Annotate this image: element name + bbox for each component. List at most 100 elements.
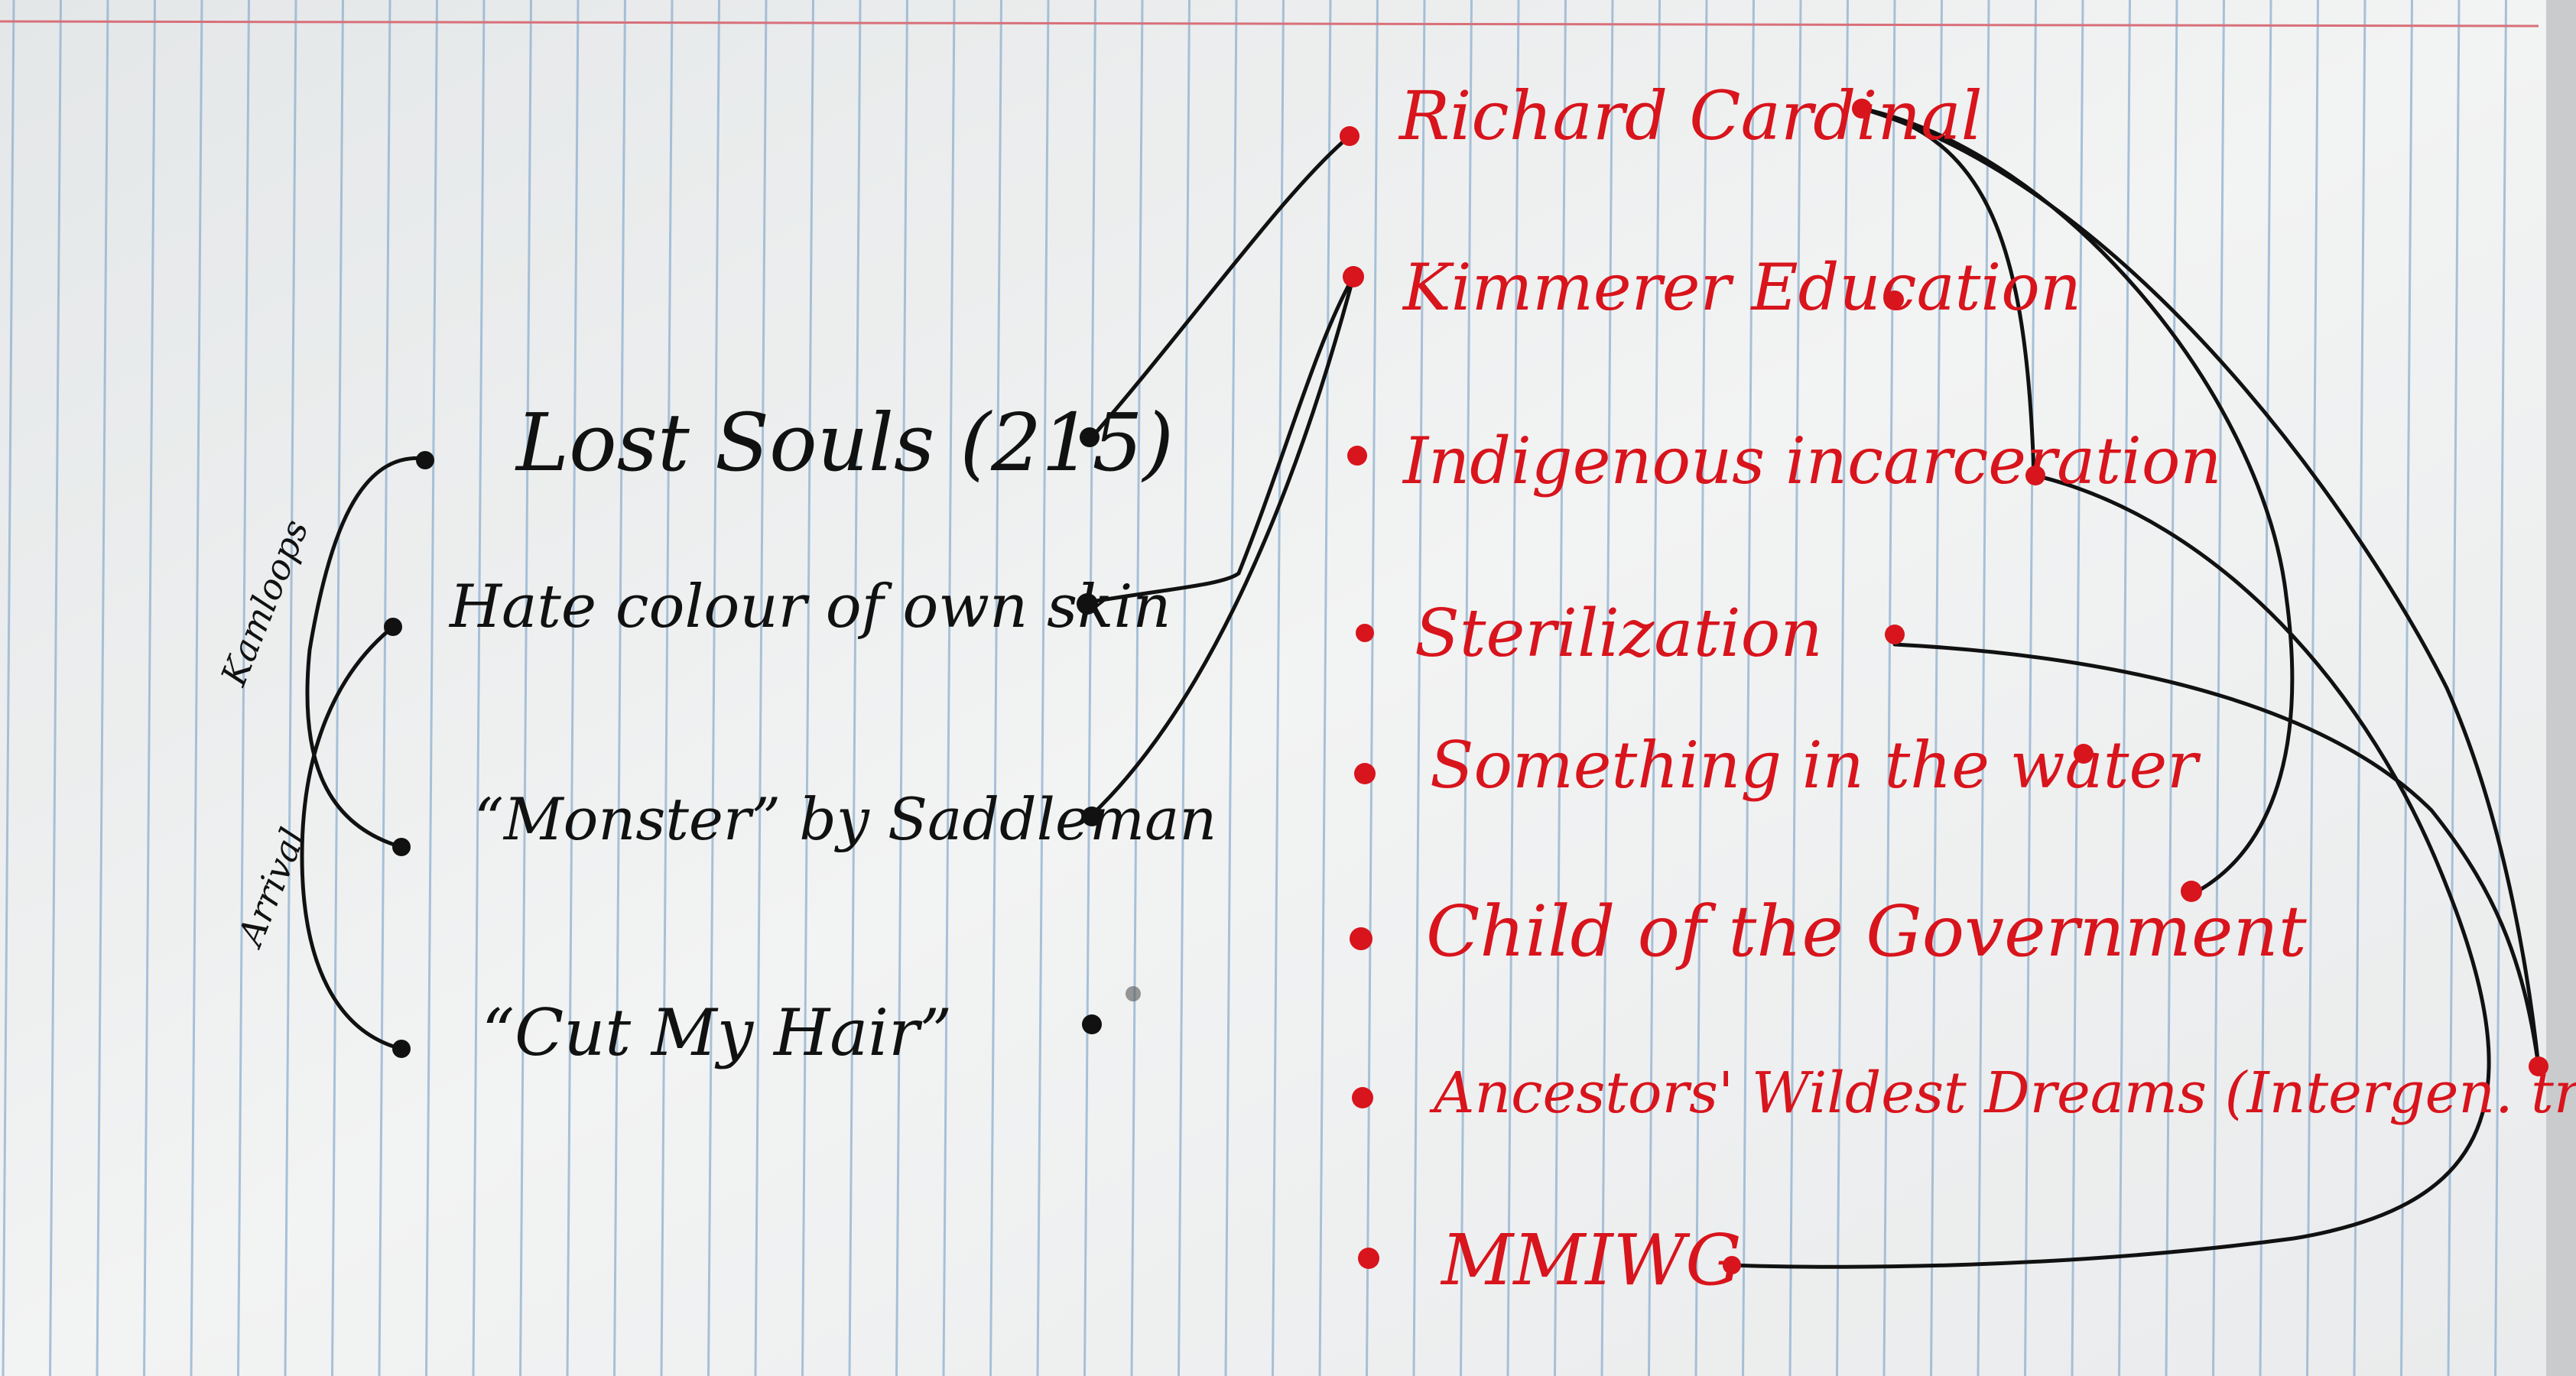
bracket-arrival — [300, 625, 404, 1051]
rule-line — [2212, 0, 2225, 1376]
rule-line — [1036, 0, 1050, 1376]
bullet-dot — [1080, 427, 1100, 447]
left-item-lost-souls: Lost Souls (215) — [515, 396, 1174, 489]
bullet-dot — [2025, 466, 2045, 485]
rule-line — [1272, 0, 1285, 1376]
bullet-dot — [1350, 927, 1372, 950]
rule-line — [472, 0, 486, 1376]
rule-line — [2259, 0, 2272, 1376]
rule-line — [425, 0, 438, 1376]
rule-line — [1836, 0, 1849, 1376]
rule-line — [2165, 0, 2178, 1376]
rule-line — [1882, 0, 1896, 1376]
right-item-richard-cardinal: Richard Cardinal — [1398, 76, 1983, 155]
right-item-something-in-the-water: Something in the water — [1430, 728, 2201, 803]
rule-line — [1130, 0, 1144, 1376]
bracket-kamloops — [305, 456, 427, 849]
rule-line — [1977, 0, 1990, 1376]
rule-line — [848, 0, 862, 1376]
rule-line — [1083, 0, 1096, 1376]
rule-line — [754, 0, 768, 1376]
rule-line — [519, 0, 532, 1376]
rule-line — [1742, 0, 1755, 1376]
bullet-dot — [1852, 99, 1872, 118]
rule-line — [2, 0, 15, 1376]
rule-line — [660, 0, 674, 1376]
rule-line — [1788, 0, 1802, 1376]
rule-line — [1412, 0, 1426, 1376]
bullet-dot — [1077, 593, 1098, 615]
rule-line — [989, 0, 1002, 1376]
connector-monster-to-kimmerer — [1090, 274, 1356, 817]
bullet-dot — [1082, 1014, 1102, 1034]
rule-line — [2024, 0, 2037, 1376]
ruled-lines — [2, 0, 2507, 1376]
rule-line — [1178, 0, 1191, 1376]
rule-line — [613, 0, 626, 1376]
bullet-dot — [2074, 744, 2094, 764]
right-item-indigenous-incarceration: Indigenous incarceration — [1402, 424, 2222, 498]
bullet-dot — [1885, 625, 1905, 644]
rule-line — [237, 0, 250, 1376]
connector-sterilization-to-ancestors — [1892, 642, 2541, 1069]
rule-line — [1460, 0, 1473, 1376]
rule-line — [2118, 0, 2131, 1376]
connector-hate-colour-to-kimmerer — [1085, 274, 1356, 605]
bullet-dot — [2181, 881, 2202, 902]
bullet-dot — [1340, 126, 1359, 146]
bullet-dot — [1343, 266, 1364, 287]
rule-line — [707, 0, 720, 1376]
rule-line — [1648, 0, 1661, 1376]
rule-line — [190, 0, 203, 1376]
rule-line — [2353, 0, 2366, 1376]
rule-line — [49, 0, 62, 1376]
rule-line — [1366, 0, 1379, 1376]
bullet-dot — [1082, 806, 1102, 826]
rule-line — [1554, 0, 1567, 1376]
bullet-dot — [392, 838, 411, 856]
rule-line — [143, 0, 156, 1376]
rule-line — [284, 0, 297, 1376]
rule-line — [331, 0, 344, 1376]
bullet-dot — [1886, 290, 1904, 309]
right-item-kimmerer-education: Kimmerer Education — [1402, 250, 2081, 325]
rule-line — [2447, 0, 2461, 1376]
rule-line — [1318, 0, 1332, 1376]
bullet-dot — [384, 618, 402, 636]
connector-incarceration-to-mmiwg — [1730, 473, 2491, 1269]
bullet-dot — [1352, 1087, 1373, 1108]
right-item-ancestors-wildest-dreams: Ancestors' Wildest Dreams (Intergen. tra… — [1429, 1060, 2576, 1126]
right-item-mmiwg: MMIWG — [1440, 1219, 1742, 1301]
bullet-dot — [1354, 763, 1376, 784]
bullet-dot — [2529, 1056, 2548, 1076]
rule-line — [96, 0, 109, 1376]
ink-smudge — [1126, 986, 1141, 1001]
bullet-dot — [1358, 1248, 1379, 1269]
rule-line — [1694, 0, 1708, 1376]
rule-line — [2494, 0, 2507, 1376]
rule-line — [378, 0, 391, 1376]
margin-line — [0, 20, 2539, 28]
bullet-dot — [1356, 624, 1374, 642]
rule-line — [1930, 0, 1943, 1376]
bullet-dot — [1347, 446, 1367, 466]
left-item-cut-my-hair: “Cut My Hair” — [482, 995, 952, 1070]
rule-line — [1600, 0, 1614, 1376]
rule-line — [1506, 0, 1520, 1376]
rule-line — [895, 0, 908, 1376]
right-item-sterilization: Sterilization — [1415, 596, 1823, 672]
connector-lost-souls-to-richard-cardinal — [1090, 134, 1352, 440]
connector-richard-to-ancestors — [1860, 106, 2541, 1069]
rule-line — [942, 0, 956, 1376]
rule-line — [801, 0, 814, 1376]
right-bullets — [1340, 99, 2548, 1274]
rule-line — [1224, 0, 1238, 1376]
bullet-dot — [1723, 1256, 1741, 1274]
rule-line — [2400, 0, 2413, 1376]
left-bullets — [384, 427, 1102, 1058]
left-item-monster: “Monster” by Saddleman — [474, 785, 1217, 853]
bullet-dot — [416, 451, 434, 469]
connections — [300, 106, 2541, 1269]
left-item-hate-colour: Hate colour of own skin — [448, 573, 1171, 641]
